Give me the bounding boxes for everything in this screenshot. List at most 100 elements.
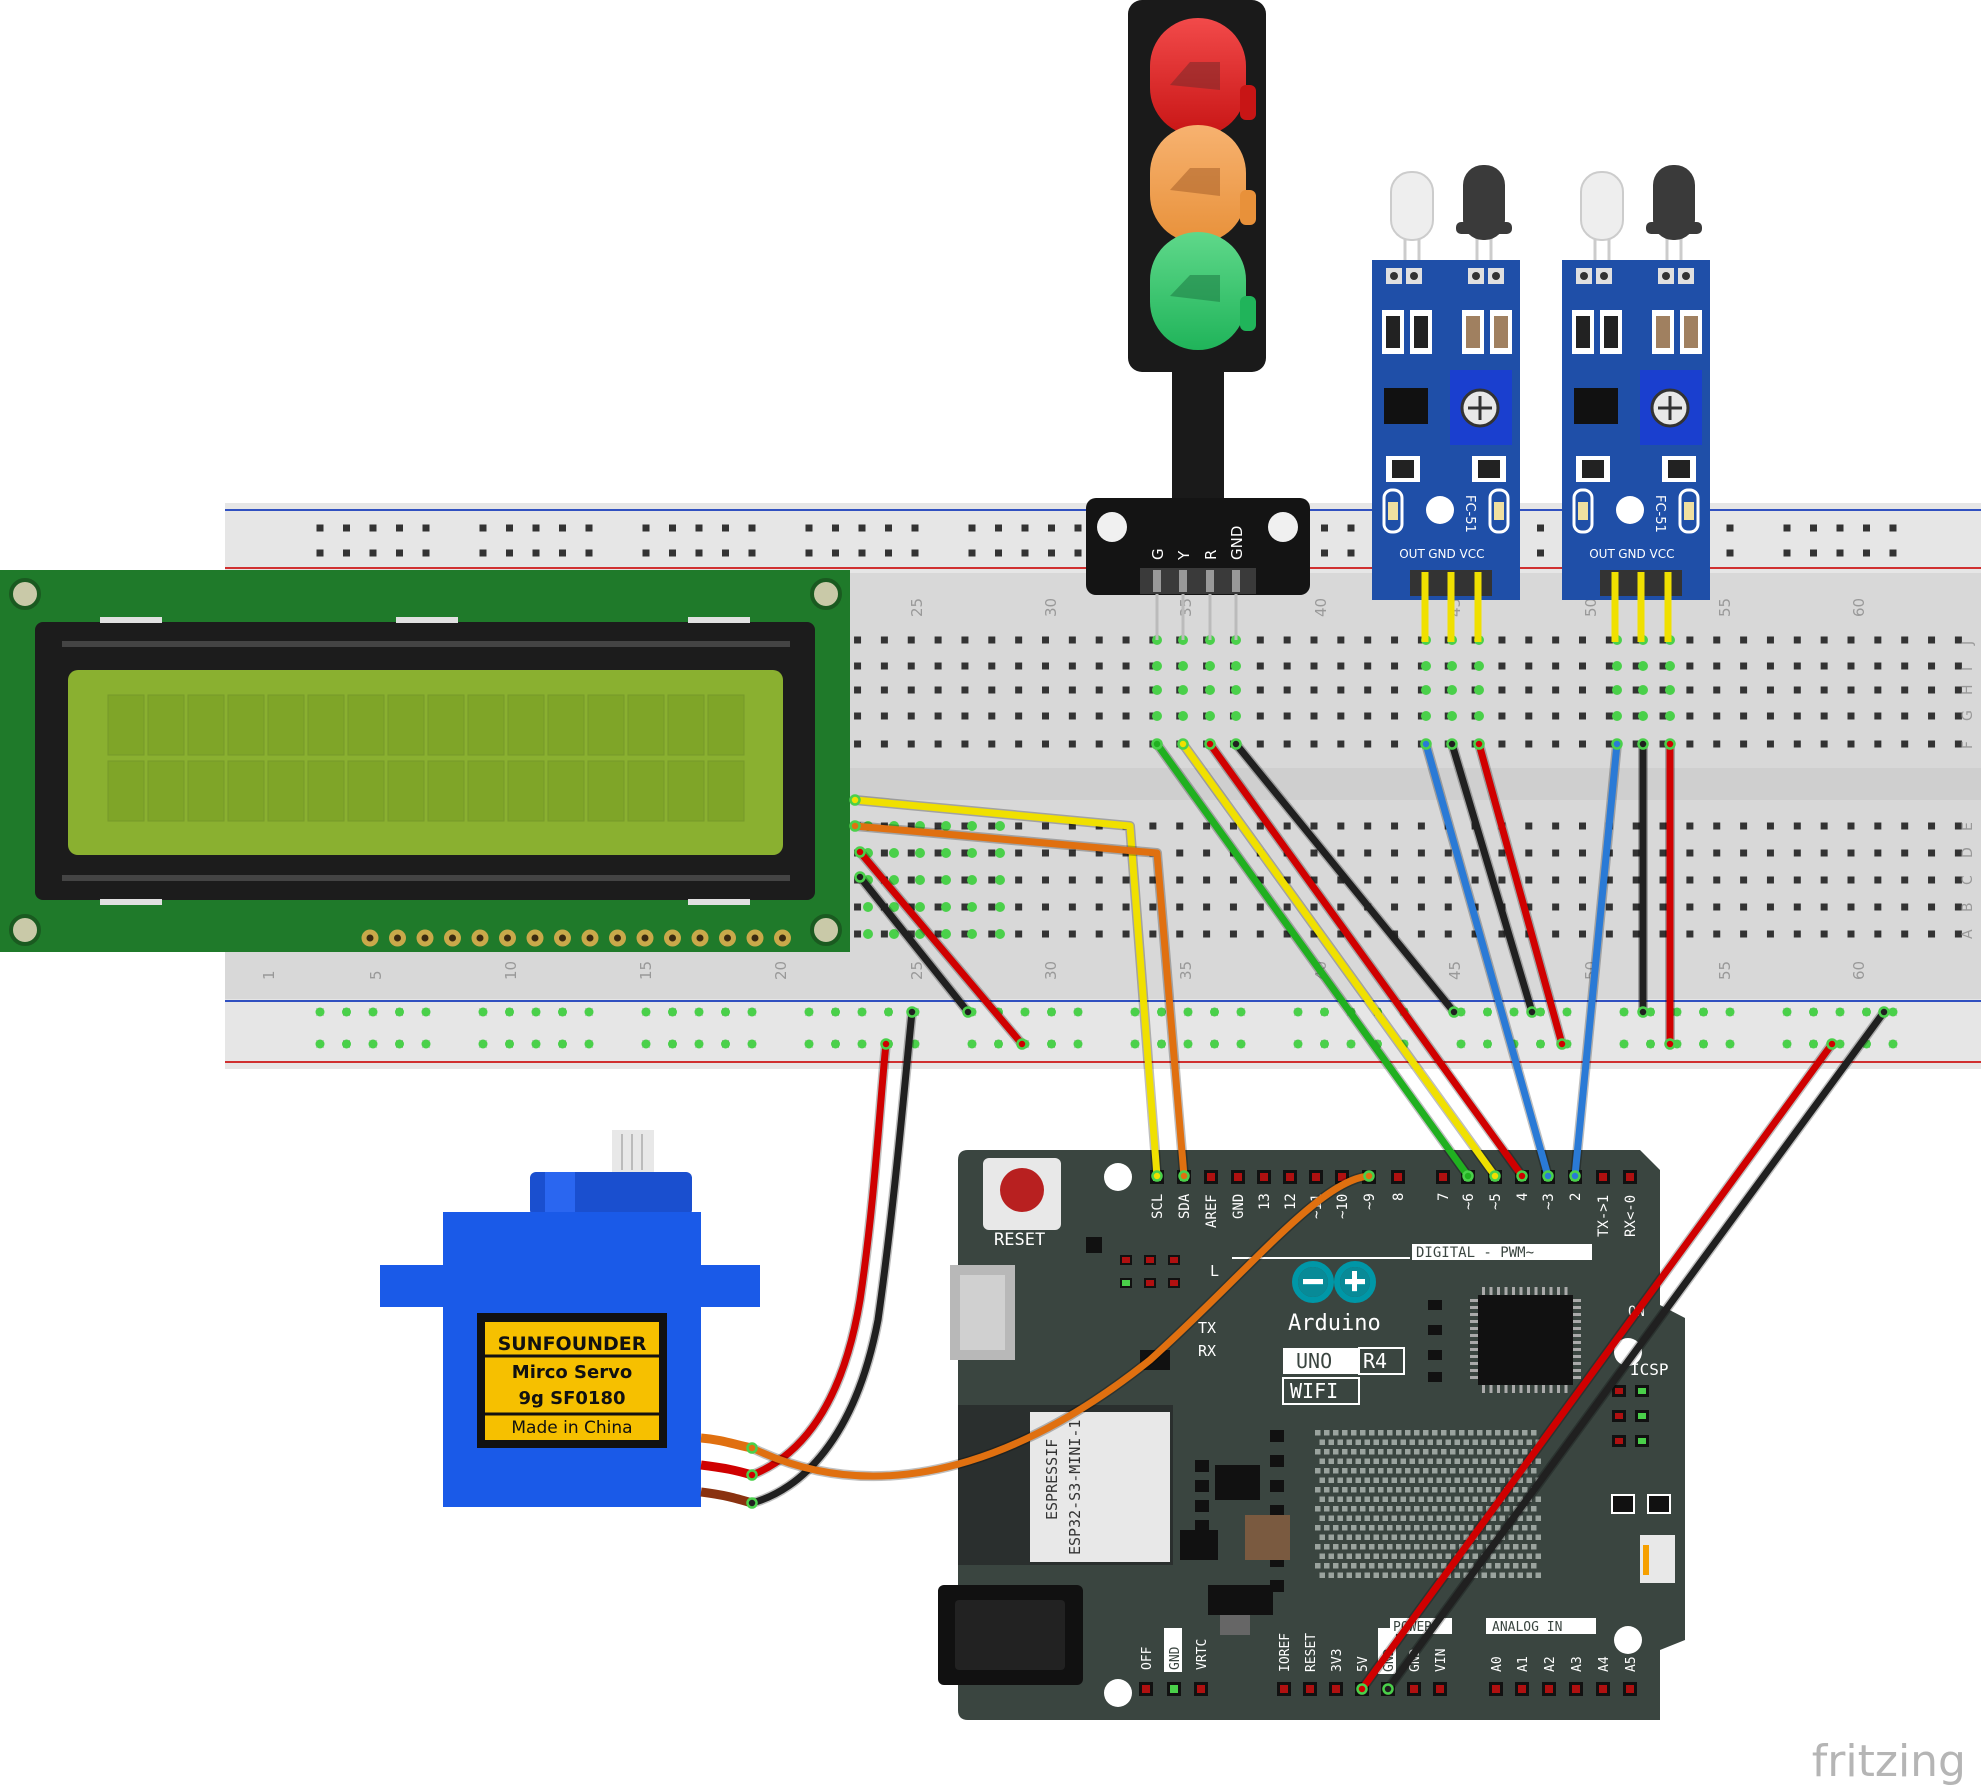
smd-led (1146, 1257, 1154, 1263)
breadboard-hole (1256, 686, 1264, 694)
wire-end (880, 1038, 892, 1050)
matrix-led (1319, 1534, 1325, 1540)
connected-hole (1205, 661, 1215, 671)
connected-rail-hole (368, 1039, 378, 1049)
breadboard-hole (1042, 822, 1049, 830)
lcd-character-cells (107, 694, 745, 822)
mcu-pin (1527, 1287, 1530, 1295)
matrix-led (1355, 1572, 1361, 1578)
breadboard-hole (1391, 740, 1399, 748)
breadboard-hole (1068, 930, 1076, 938)
rail-hole (1863, 524, 1870, 532)
connected-rail-hole (747, 1007, 757, 1017)
connected-hole (1638, 685, 1648, 695)
matrix-led (1490, 1534, 1496, 1540)
matrix-led (1364, 1439, 1370, 1445)
breadboard-hole (934, 712, 942, 720)
breadboard-hole (1256, 636, 1264, 644)
arduino-logo-icon (1292, 1261, 1334, 1303)
breadboard-hole (1337, 662, 1345, 670)
connected-hole (995, 929, 1005, 939)
rail-hole (805, 549, 813, 557)
breadboard-hole (1122, 930, 1130, 938)
matrix-led (1324, 1487, 1330, 1493)
matrix-led (1459, 1430, 1465, 1436)
traffic-light-pin-label: R (1202, 550, 1220, 560)
matrix-led (1522, 1487, 1528, 1493)
rail-hole (1836, 524, 1844, 532)
matrix-led (1495, 1525, 1501, 1531)
header-socket-pin (1142, 1685, 1150, 1693)
mcu-pin (1534, 1385, 1538, 1393)
breadboard-hole (988, 849, 996, 857)
breadboard-hole (880, 712, 888, 720)
logo-plus-v (1352, 1271, 1357, 1291)
matrix-led (1337, 1458, 1343, 1464)
matrix-led (1396, 1468, 1402, 1474)
breadboard-hole (1417, 930, 1425, 938)
matrix-led (1436, 1458, 1442, 1464)
matrix-led (1517, 1439, 1523, 1445)
matrix-led (1432, 1506, 1438, 1512)
mcu-pin (1573, 1376, 1581, 1379)
matrix-led (1423, 1525, 1429, 1531)
breadboard-hole (1686, 849, 1694, 857)
matrix-led (1360, 1487, 1366, 1493)
reset-button-cap[interactable] (1000, 1168, 1044, 1212)
matrix-led (1499, 1572, 1505, 1578)
smd-chip (1180, 1530, 1218, 1560)
breadboard-hole (1364, 712, 1372, 720)
breadboard-hole (1552, 712, 1560, 720)
breadboard-hole (1713, 876, 1721, 884)
lcd-pin-hole (641, 934, 649, 942)
breadboard-hole (988, 903, 996, 911)
sensor-pad-hole (1682, 272, 1690, 280)
matrix-led (1315, 1430, 1321, 1436)
matrix-led (1477, 1487, 1483, 1493)
digital-pin-label: 2 (1568, 1193, 1584, 1201)
breadboard-hole (1176, 903, 1184, 911)
matrix-led (1414, 1563, 1420, 1569)
breadboard-hole (1552, 930, 1560, 938)
breadboard-hole (1042, 849, 1049, 857)
breadboard-hole (1766, 662, 1774, 670)
matrix-led (1499, 1458, 1505, 1464)
wire-end (1356, 1683, 1368, 1695)
breadboard-hole (1820, 712, 1828, 720)
breadboard-hole (1793, 686, 1801, 694)
matrix-led (1432, 1449, 1438, 1455)
analog-pin-label: A4 (1597, 1656, 1612, 1672)
matrix-led (1328, 1534, 1334, 1540)
breadboard-hole (1874, 740, 1882, 748)
smd-component (1270, 1580, 1284, 1592)
sensor-pin (1421, 572, 1429, 642)
breadboard-hole (1928, 712, 1936, 720)
breadboard-hole (1015, 849, 1023, 857)
analog-pin-label: A3 (1570, 1656, 1585, 1672)
matrix-led (1436, 1477, 1442, 1483)
breadboard-hole (1686, 662, 1694, 670)
breadboard-hole (1820, 930, 1828, 938)
matrix-led (1315, 1563, 1321, 1569)
analog-pin-label: A2 (1543, 1656, 1558, 1672)
wire-end (1526, 1006, 1538, 1018)
matrix-led (1531, 1506, 1537, 1512)
matrix-led (1414, 1468, 1420, 1474)
breadboard-hole (1713, 662, 1721, 670)
matrix-led (1454, 1439, 1460, 1445)
breadboard-hole (988, 930, 996, 938)
breadboard-hole (1203, 930, 1211, 938)
wire-lcd-gnd (856, 873, 972, 1016)
breadboard-hole (1766, 636, 1774, 644)
breadboard-hole (1176, 822, 1184, 830)
breadboard-hole (1659, 636, 1667, 644)
connected-rail-hole (804, 1007, 814, 1017)
breadboard-hole (1337, 686, 1345, 694)
breadboard-hole (1068, 822, 1076, 830)
matrix-led (1369, 1430, 1375, 1436)
rail-hole (1021, 524, 1029, 532)
matrix-led (1517, 1496, 1523, 1502)
matrix-led (1463, 1553, 1469, 1559)
matrix-led (1486, 1487, 1492, 1493)
matrix-led (1445, 1458, 1451, 1464)
